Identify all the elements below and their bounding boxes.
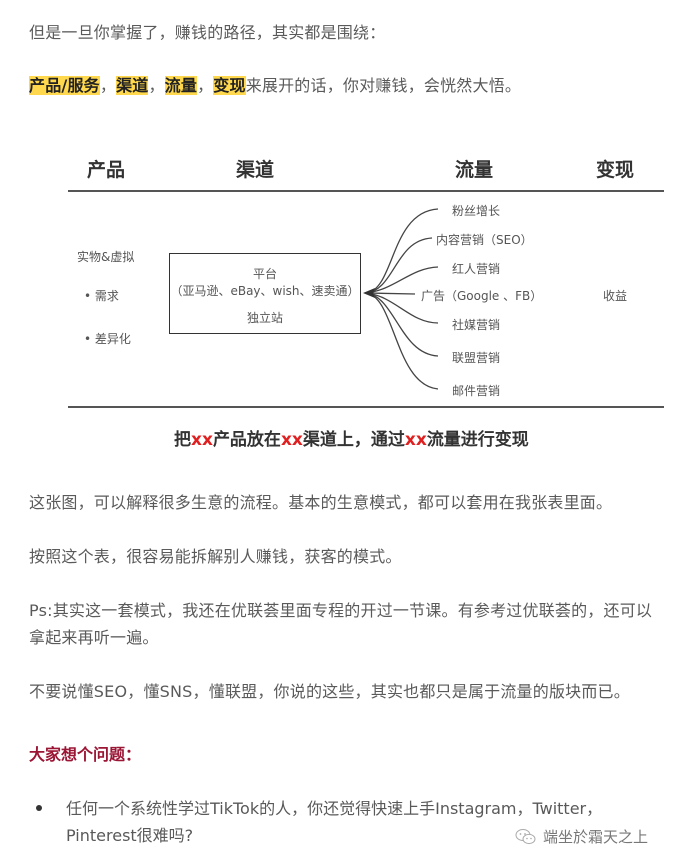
- product-item: 实物&虚拟: [77, 250, 135, 264]
- keywords-rest: 来展开的话，你对赚钱，会恍然大悟。: [245, 76, 522, 95]
- list-item-line2: Pinterest很难吗?: [66, 826, 194, 845]
- separator: ，: [99, 76, 117, 95]
- keyword-product: 产品/服务: [29, 76, 100, 95]
- traffic-item: 粉丝增长: [452, 204, 501, 218]
- paragraph-seo-sns: 不要说懂SEO，懂SNS，懂联盟，你说的这些，其实也都只是属于流量的版块而已。: [29, 682, 630, 701]
- question-heading: 大家想个问题：: [29, 745, 142, 764]
- product-item: • 差异化: [84, 332, 131, 346]
- header-channel: 渠道: [236, 159, 275, 181]
- caption-text: 渠道上，通过: [302, 430, 405, 450]
- keyword-traffic: 流量: [164, 76, 198, 95]
- diagram-caption: 把xx产品放在xx渠道上，通过xx流量进行变现: [174, 425, 529, 450]
- channel-standalone: 独立站: [246, 311, 283, 325]
- caption-placeholder: xx: [404, 430, 427, 450]
- paragraph-ps-line1: Ps:其实这一套模式，我还在优联荟里面专程的开过一节课。有参考过优联荟的，还可以: [29, 601, 653, 620]
- caption-text: 流量进行变现: [426, 430, 529, 450]
- top-divider: [68, 190, 664, 192]
- separator: ，: [197, 76, 214, 95]
- wechat-icon: [515, 828, 536, 844]
- keyword-monetize: 变现: [213, 76, 246, 95]
- traffic-item: 联盟营销: [452, 351, 501, 365]
- keyword-channel: 渠道: [116, 76, 149, 95]
- paragraph-breakdown: 按照这个表，很容易能拆解别人赚钱，获客的模式。: [29, 547, 402, 566]
- channel-platform-list: （亚马逊、eBay、wish、速卖通）: [170, 284, 360, 298]
- traffic-item: 社媒营销: [452, 318, 501, 332]
- header-product: 产品: [87, 159, 126, 181]
- caption-placeholder: xx: [280, 430, 303, 450]
- separator: ，: [148, 76, 165, 95]
- traffic-item: 邮件营销: [452, 384, 501, 398]
- header-monetize: 变现: [596, 159, 635, 181]
- intro-paragraph: 但是一旦你掌握了，赚钱的路径，其实都是围绕：: [29, 23, 386, 42]
- list-item-line1: 任何一个系统性学过TikTok的人，你还觉得快速上手Instagram，Twit…: [66, 799, 603, 818]
- traffic-item: 内容营销（SEO）: [436, 233, 533, 247]
- monetize-item: 收益: [603, 289, 628, 303]
- traffic-item: 广告（Google 、FB）: [421, 289, 543, 303]
- channel-platform: 平台: [252, 267, 277, 281]
- caption-text: 把: [174, 430, 191, 450]
- paragraph-ps-line2: 拿起来再听一遍。: [29, 628, 159, 647]
- traffic-item: 红人营销: [452, 262, 501, 276]
- bullet-icon: [36, 805, 42, 811]
- bottom-divider: [68, 406, 664, 408]
- caption-text: 产品放在: [212, 430, 281, 450]
- watermark: 端坐於霜天之上: [515, 826, 648, 847]
- traffic-arrows: [363, 208, 439, 390]
- business-model-diagram: 产品 渠道 流量 变现 实物&虚拟 • 需求 • 差异化 平台 （亚马逊、eBa…: [0, 140, 684, 460]
- product-item: • 需求: [84, 289, 119, 303]
- watermark-text: 端坐於霜天之上: [543, 828, 649, 846]
- channel-box: 平台 （亚马逊、eBay、wish、速卖通） 独立站: [169, 253, 361, 334]
- keywords-paragraph: 产品/服务，渠道，流量，变现来展开的话，你对赚钱，会恍然大悟。: [29, 73, 521, 99]
- caption-placeholder: xx: [191, 430, 213, 450]
- paragraph-diagram-explain: 这张图，可以解释很多生意的流程。基本的生意模式，都可以套用在我张表里面。: [29, 493, 613, 512]
- header-traffic: 流量: [455, 159, 494, 181]
